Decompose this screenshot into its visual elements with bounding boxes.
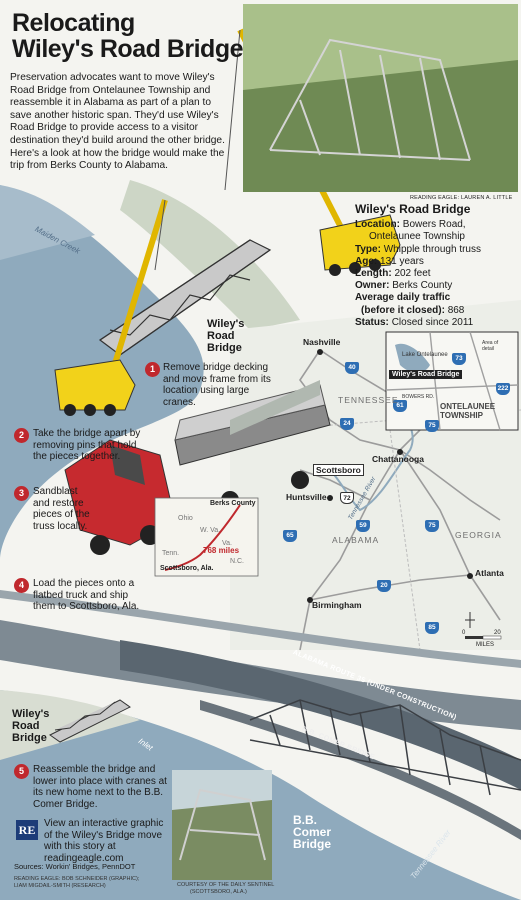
photo-credit-bottom-1: COURTESY OF THE DAILY SENTINEL	[177, 882, 275, 888]
fact-type-value: Whipple through truss	[383, 243, 481, 255]
inset-lake-label: Lake Ontelaunee	[402, 352, 448, 358]
step-3-number: 3	[14, 486, 29, 501]
fact-traffic-value: 868	[447, 304, 465, 316]
step-2-number: 2	[14, 428, 29, 443]
fact-traffic-label-2: (before it closed):	[361, 304, 445, 316]
fact-traffic-label: Average daily traffic	[355, 292, 451, 304]
photo-credit-top: READING EAGLE: LAUREN A. LITTLE	[410, 195, 513, 201]
fact-length-value: 202 feet	[394, 268, 431, 280]
step-5-text: Reassemble the bridge and lower into pla…	[33, 764, 167, 810]
inset-area-of-detail: Area of detail	[482, 340, 499, 352]
flatbed-truck	[64, 380, 331, 555]
bb-comer-bridge-illustration	[249, 699, 521, 796]
wileys-bridge-truss	[98, 239, 272, 356]
fact-owner-value: Berks County	[392, 280, 453, 292]
sources: Sources: Workin' Bridges, PennDOT	[14, 862, 136, 871]
scale-twenty: 20	[494, 630, 501, 636]
truck-map-wva: W. Va.	[200, 527, 221, 534]
wileys-bridge-label: Wiley's Road Bridge	[207, 318, 245, 354]
state-tennessee: TENNESSEE	[338, 395, 399, 405]
fact-location-value-2: Ontelaunee Township	[369, 231, 465, 243]
fact-status-label: Status:	[355, 316, 389, 328]
fact-type-label: Type:	[355, 243, 381, 255]
step-5-number: 5	[14, 764, 29, 779]
bb-comer-label: B.B. Comer Bridge	[293, 813, 332, 851]
inset-road-label: BOWERS RD.	[402, 394, 435, 400]
route-72: 72	[340, 492, 354, 504]
inset-township-label: ONTELAUNEE TOWNSHIP	[440, 402, 496, 420]
truck-route-map-frame	[154, 497, 259, 577]
inset-route-73: 73	[452, 353, 466, 365]
crane-left	[54, 199, 168, 416]
truck-map-ohio: Ohio	[178, 515, 193, 522]
route-24: 24	[340, 418, 354, 430]
step-2-text: Take the bridge apart by removing pins t…	[33, 428, 141, 463]
truck-map-nc: N.C.	[230, 558, 244, 565]
route-75-south: 75	[425, 520, 439, 532]
inset-route-61: 61	[393, 400, 407, 412]
route-59: 59	[356, 520, 370, 532]
truck-map-scottsboro: Scottsboro, Ala.	[160, 565, 214, 572]
fact-length-label: Length:	[355, 268, 392, 280]
route-65: 65	[283, 530, 297, 542]
route-75-north: 75	[425, 420, 439, 432]
step-4-number: 4	[14, 578, 29, 593]
city-huntsville: Huntsville	[286, 492, 327, 502]
wileys-bridge-small	[49, 699, 131, 743]
fact-age-value: 131 years	[380, 255, 424, 267]
photo-credit-bottom-2: (SCOTTSBORO, ALA.)	[190, 889, 247, 895]
interactive-graphic-link[interactable]: View an interactive graphic of the Wiley…	[44, 818, 164, 864]
city-birmingham: Birmingham	[312, 600, 362, 610]
route-85: 85	[425, 622, 439, 634]
truck-map-va: Va.	[222, 540, 232, 547]
fact-location-label: Location:	[355, 219, 400, 231]
truck-map-tenn: Tenn.	[162, 550, 180, 557]
fact-box-title: Wiley's Road Bridge	[355, 202, 471, 216]
intro-paragraph: Preservation advocates want to move Wile…	[10, 72, 225, 172]
step-1-number: 1	[145, 362, 160, 377]
city-scottsboro: Scottsboro	[313, 464, 364, 476]
city-chattanooga: Chattanooga	[372, 454, 424, 464]
step-4-text: Load the pieces onto a flatbed truck and…	[33, 578, 140, 613]
step-3-text: Sandblast and restore pieces of the trus…	[33, 486, 90, 532]
truck-map-berks: Berks County	[210, 500, 256, 507]
route-40: 40	[345, 362, 359, 374]
state-georgia: GEORGIA	[455, 530, 502, 540]
route-20: 20	[377, 580, 391, 592]
wileys-bridge-lower-label: Wiley's Road Bridge	[12, 708, 50, 744]
title-line-2: Wiley's Road Bridge	[12, 35, 244, 63]
scale-unit: MILES	[476, 642, 495, 648]
inset-bridge-label: Wiley's Road Bridge	[389, 370, 463, 379]
city-nashville: Nashville	[303, 337, 341, 347]
step-1-text: Remove bridge decking and move frame fro…	[163, 362, 271, 408]
fact-location-value: Bowers Road,	[402, 219, 466, 231]
graphic-credit-2: LIAM MIGDAIL-SMITH (RESEARCH)	[14, 883, 106, 889]
fact-status-value: Closed since 2011	[391, 316, 474, 328]
inset-route-222: 222	[496, 383, 510, 395]
state-alabama: ALABAMA	[332, 535, 380, 545]
title-line-1: Relocating	[12, 9, 135, 37]
graphic-credit-1: READING EAGLE: BOB SCHNEIDER (GRAPHIC);	[14, 876, 140, 882]
fact-owner-label: Owner:	[355, 280, 390, 292]
fact-age-label: Age:	[355, 255, 378, 267]
scale-zero: 0	[462, 630, 466, 636]
truck-map-miles: 768 miles	[203, 546, 240, 555]
fact-box: Wiley's Road Bridge Location: Bowers Roa…	[355, 203, 517, 329]
page-title: Relocating Wiley's Road Bridge	[12, 10, 252, 62]
city-atlanta: Atlanta	[475, 568, 504, 578]
reading-eagle-logo: RE	[16, 820, 38, 840]
